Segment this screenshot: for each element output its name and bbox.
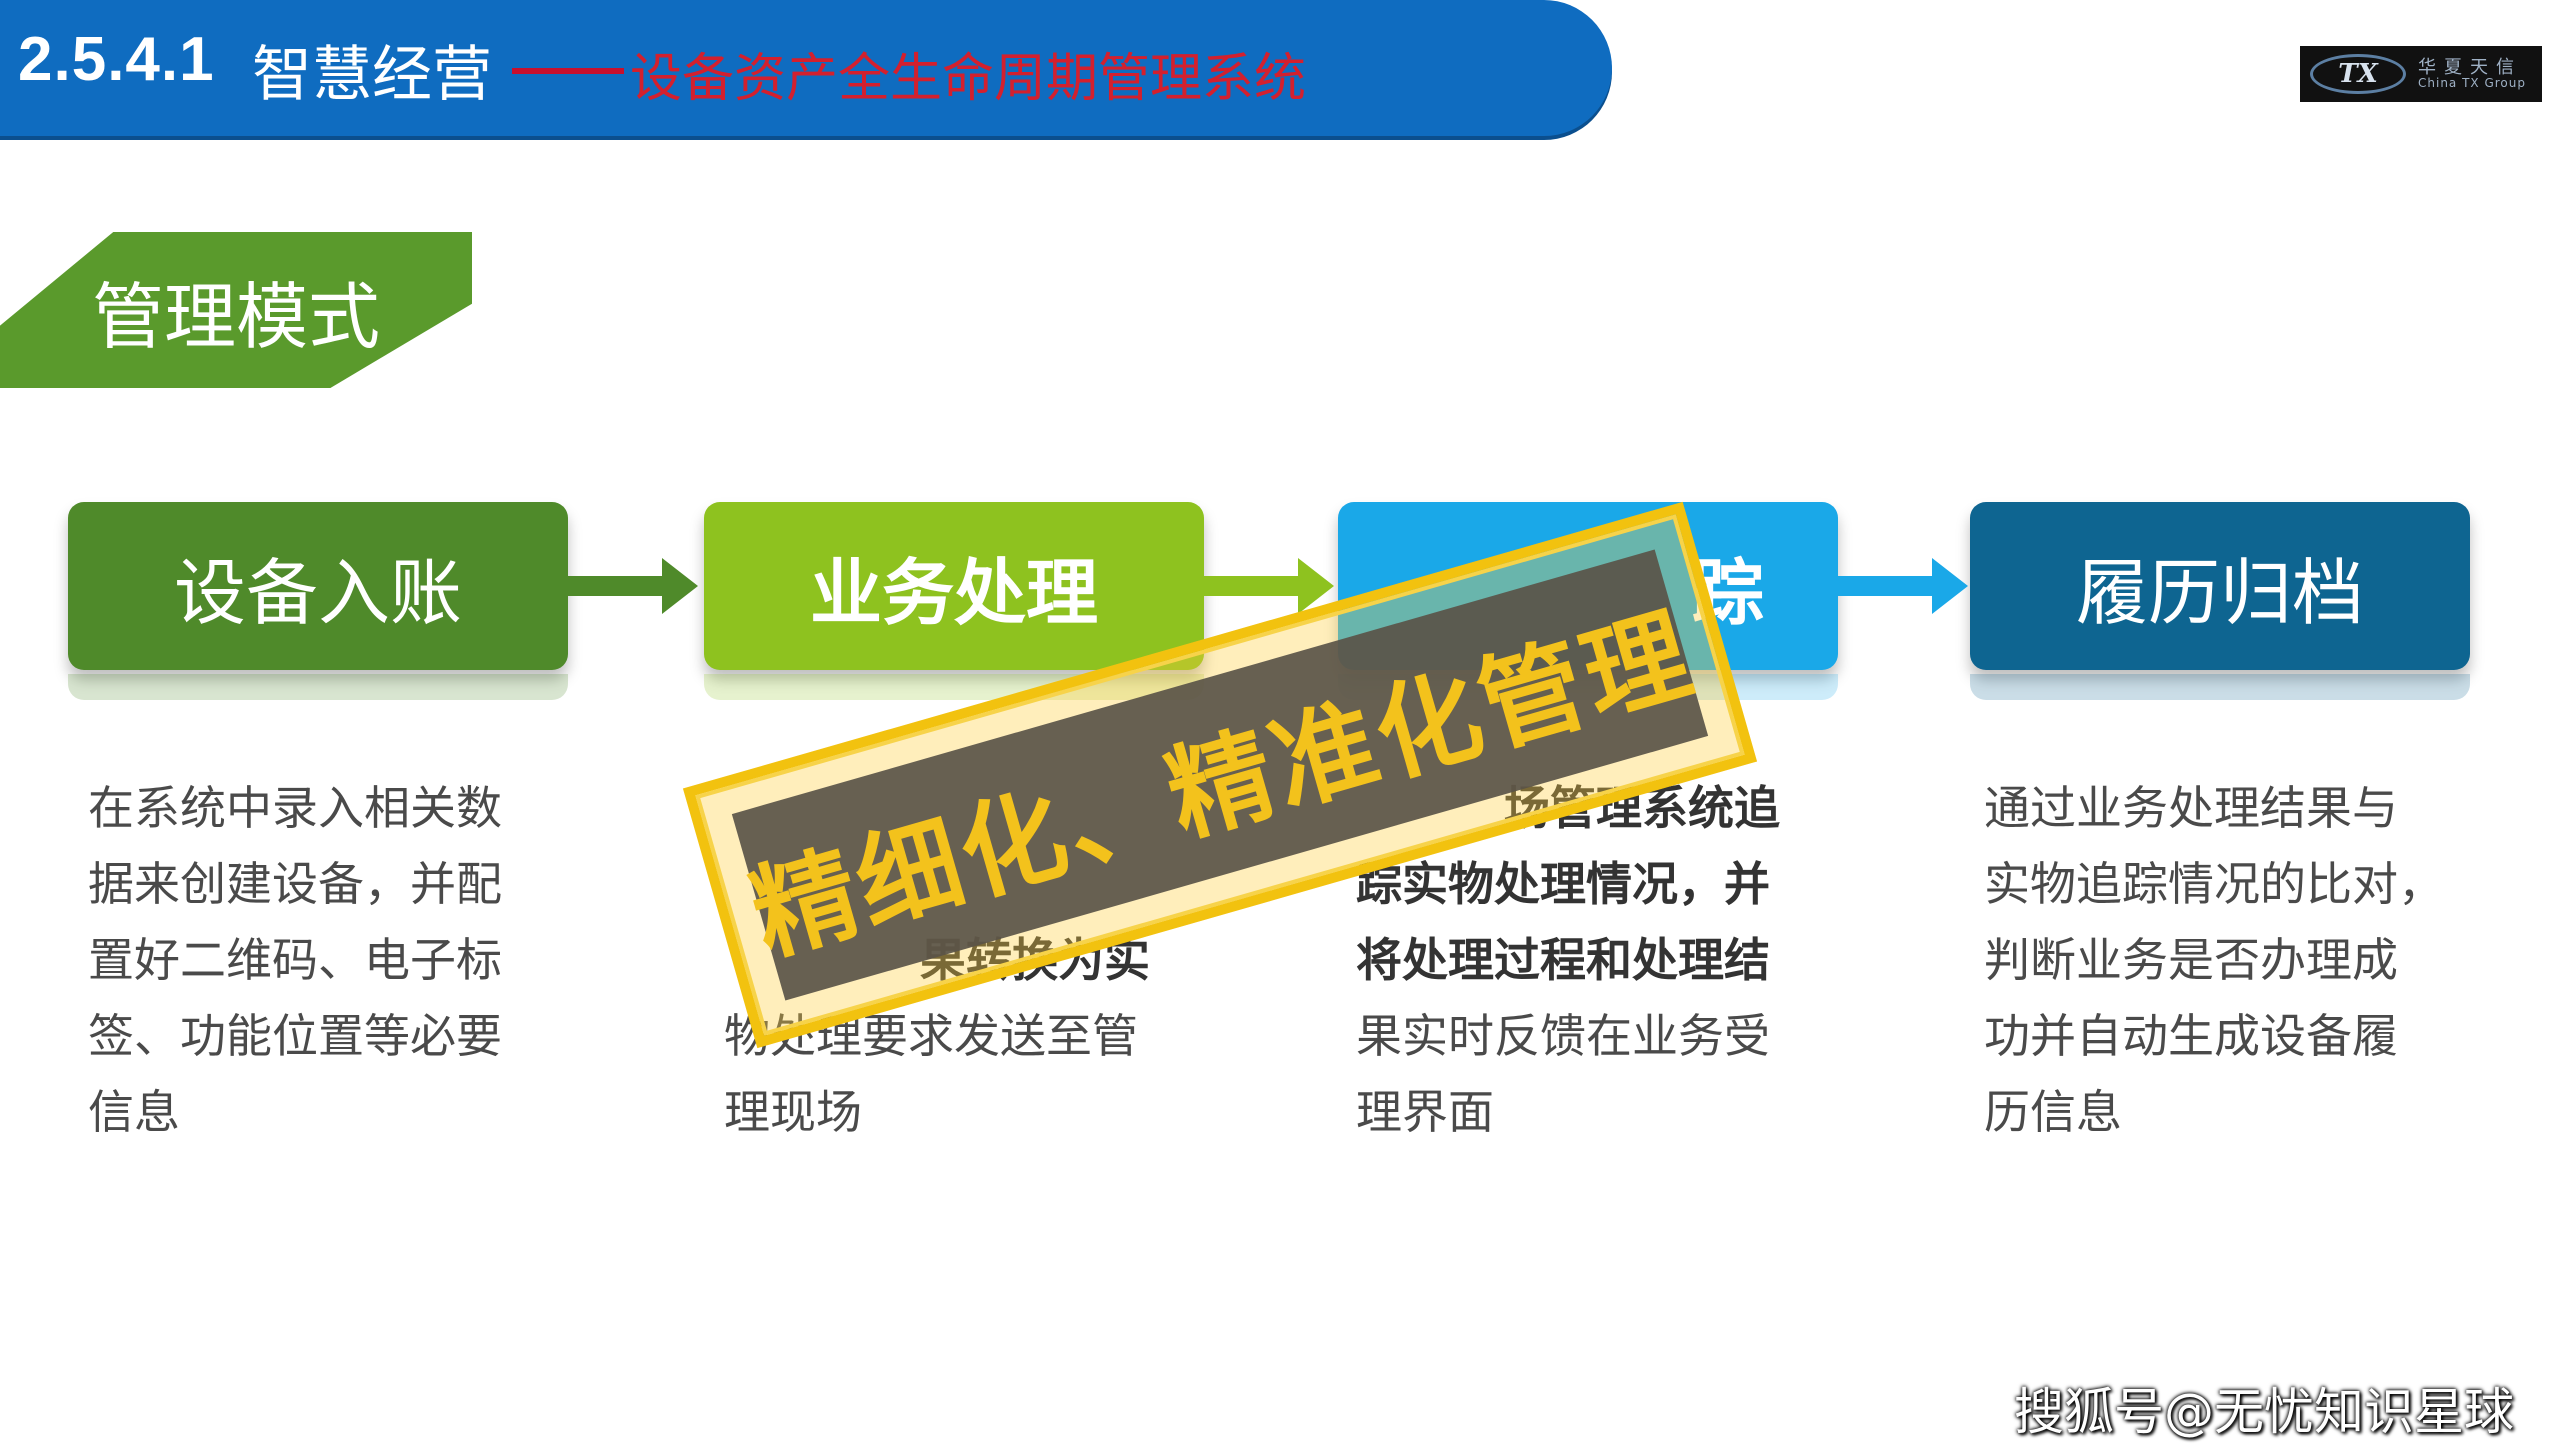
description-line: 功并自动生成设备履 <box>1984 1009 2398 1063</box>
step-reflection-1 <box>68 674 568 700</box>
description-line: 踪实物处理情况，并 <box>1356 857 1770 911</box>
description-line: 实物追踪情况的比对， <box>1984 857 2444 911</box>
watermark: 搜狐号@无忧知识星球 <box>2014 1383 2514 1441</box>
logo-mark-icon: TX <box>2310 54 2406 94</box>
step-label-3: 踪 <box>1691 550 1764 635</box>
description-line: 场管理系统追 <box>1504 781 1780 835</box>
description-line: 物处理要求发送至管 <box>724 1009 1138 1063</box>
description-line: 历信息 <box>1984 1085 2122 1139</box>
description-line: 置好二维码、电子标 <box>88 933 502 987</box>
header-banner <box>0 0 1612 136</box>
description-line: 据来创建设备，并配 <box>88 857 502 911</box>
step-box-4: 履历归档 <box>1970 502 2470 670</box>
arrow-right-icon <box>1838 558 1968 614</box>
description-line: 理界面 <box>1356 1085 1494 1139</box>
section-tab-label: 管理模式 <box>92 275 381 359</box>
description-line: 在系统中录入相关数 <box>88 781 502 835</box>
logo-name-cn: 华夏天信 <box>2418 56 2522 78</box>
step-label-2: 业务处理 <box>809 550 1098 635</box>
step-reflection-4 <box>1970 674 2470 700</box>
logo-text: 华夏天信 China TX Group <box>2418 56 2526 91</box>
step-box-2: 业务处理 <box>704 502 1204 670</box>
description-line: 通过业务处理结果与 <box>1984 781 2398 835</box>
description-line: 信息 <box>88 1085 180 1139</box>
description-line: 将处理过程和处理结 <box>1356 933 1770 987</box>
logo-name-en: China TX Group <box>2418 76 2526 91</box>
step-description-1: 在系统中录入相关数 据来创建设备，并配 置好二维码、电子标 签、功能位置等必要 … <box>88 770 548 1150</box>
title-dash-divider <box>512 68 624 74</box>
description-line: 理现场 <box>724 1085 862 1139</box>
description-line: 判断业务是否办理成 <box>1984 933 2398 987</box>
step-box-1: 设备入账 <box>68 502 568 670</box>
arrow-right-icon <box>1204 558 1334 614</box>
section-number: 2.5.4.1 <box>18 25 215 94</box>
step-label-1: 设备入账 <box>173 550 462 635</box>
description-line: 签、功能位置等必要 <box>88 1009 502 1063</box>
step-label-4: 履历归档 <box>2075 550 2364 635</box>
step-description-4: 通过业务处理结果与 实物追踪情况的比对， 判断业务是否办理成 功并自动生成设备履… <box>1984 770 2444 1150</box>
description-line: 果实时反馈在业务受 <box>1356 1009 1770 1063</box>
step-reflection-2 <box>704 674 1204 700</box>
arrow-right-icon <box>568 558 698 614</box>
company-logo: TX 华夏天信 China TX Group <box>2300 46 2542 102</box>
page-subtitle: 设备资产全生命周期管理系统 <box>630 49 1307 109</box>
step-description-3: 场管理系统追 踪实物处理情况，并 将处理过程和处理结 果实时反馈在业务受 理界面 <box>1356 770 1816 1150</box>
page-title: 智慧经营 <box>252 40 492 110</box>
